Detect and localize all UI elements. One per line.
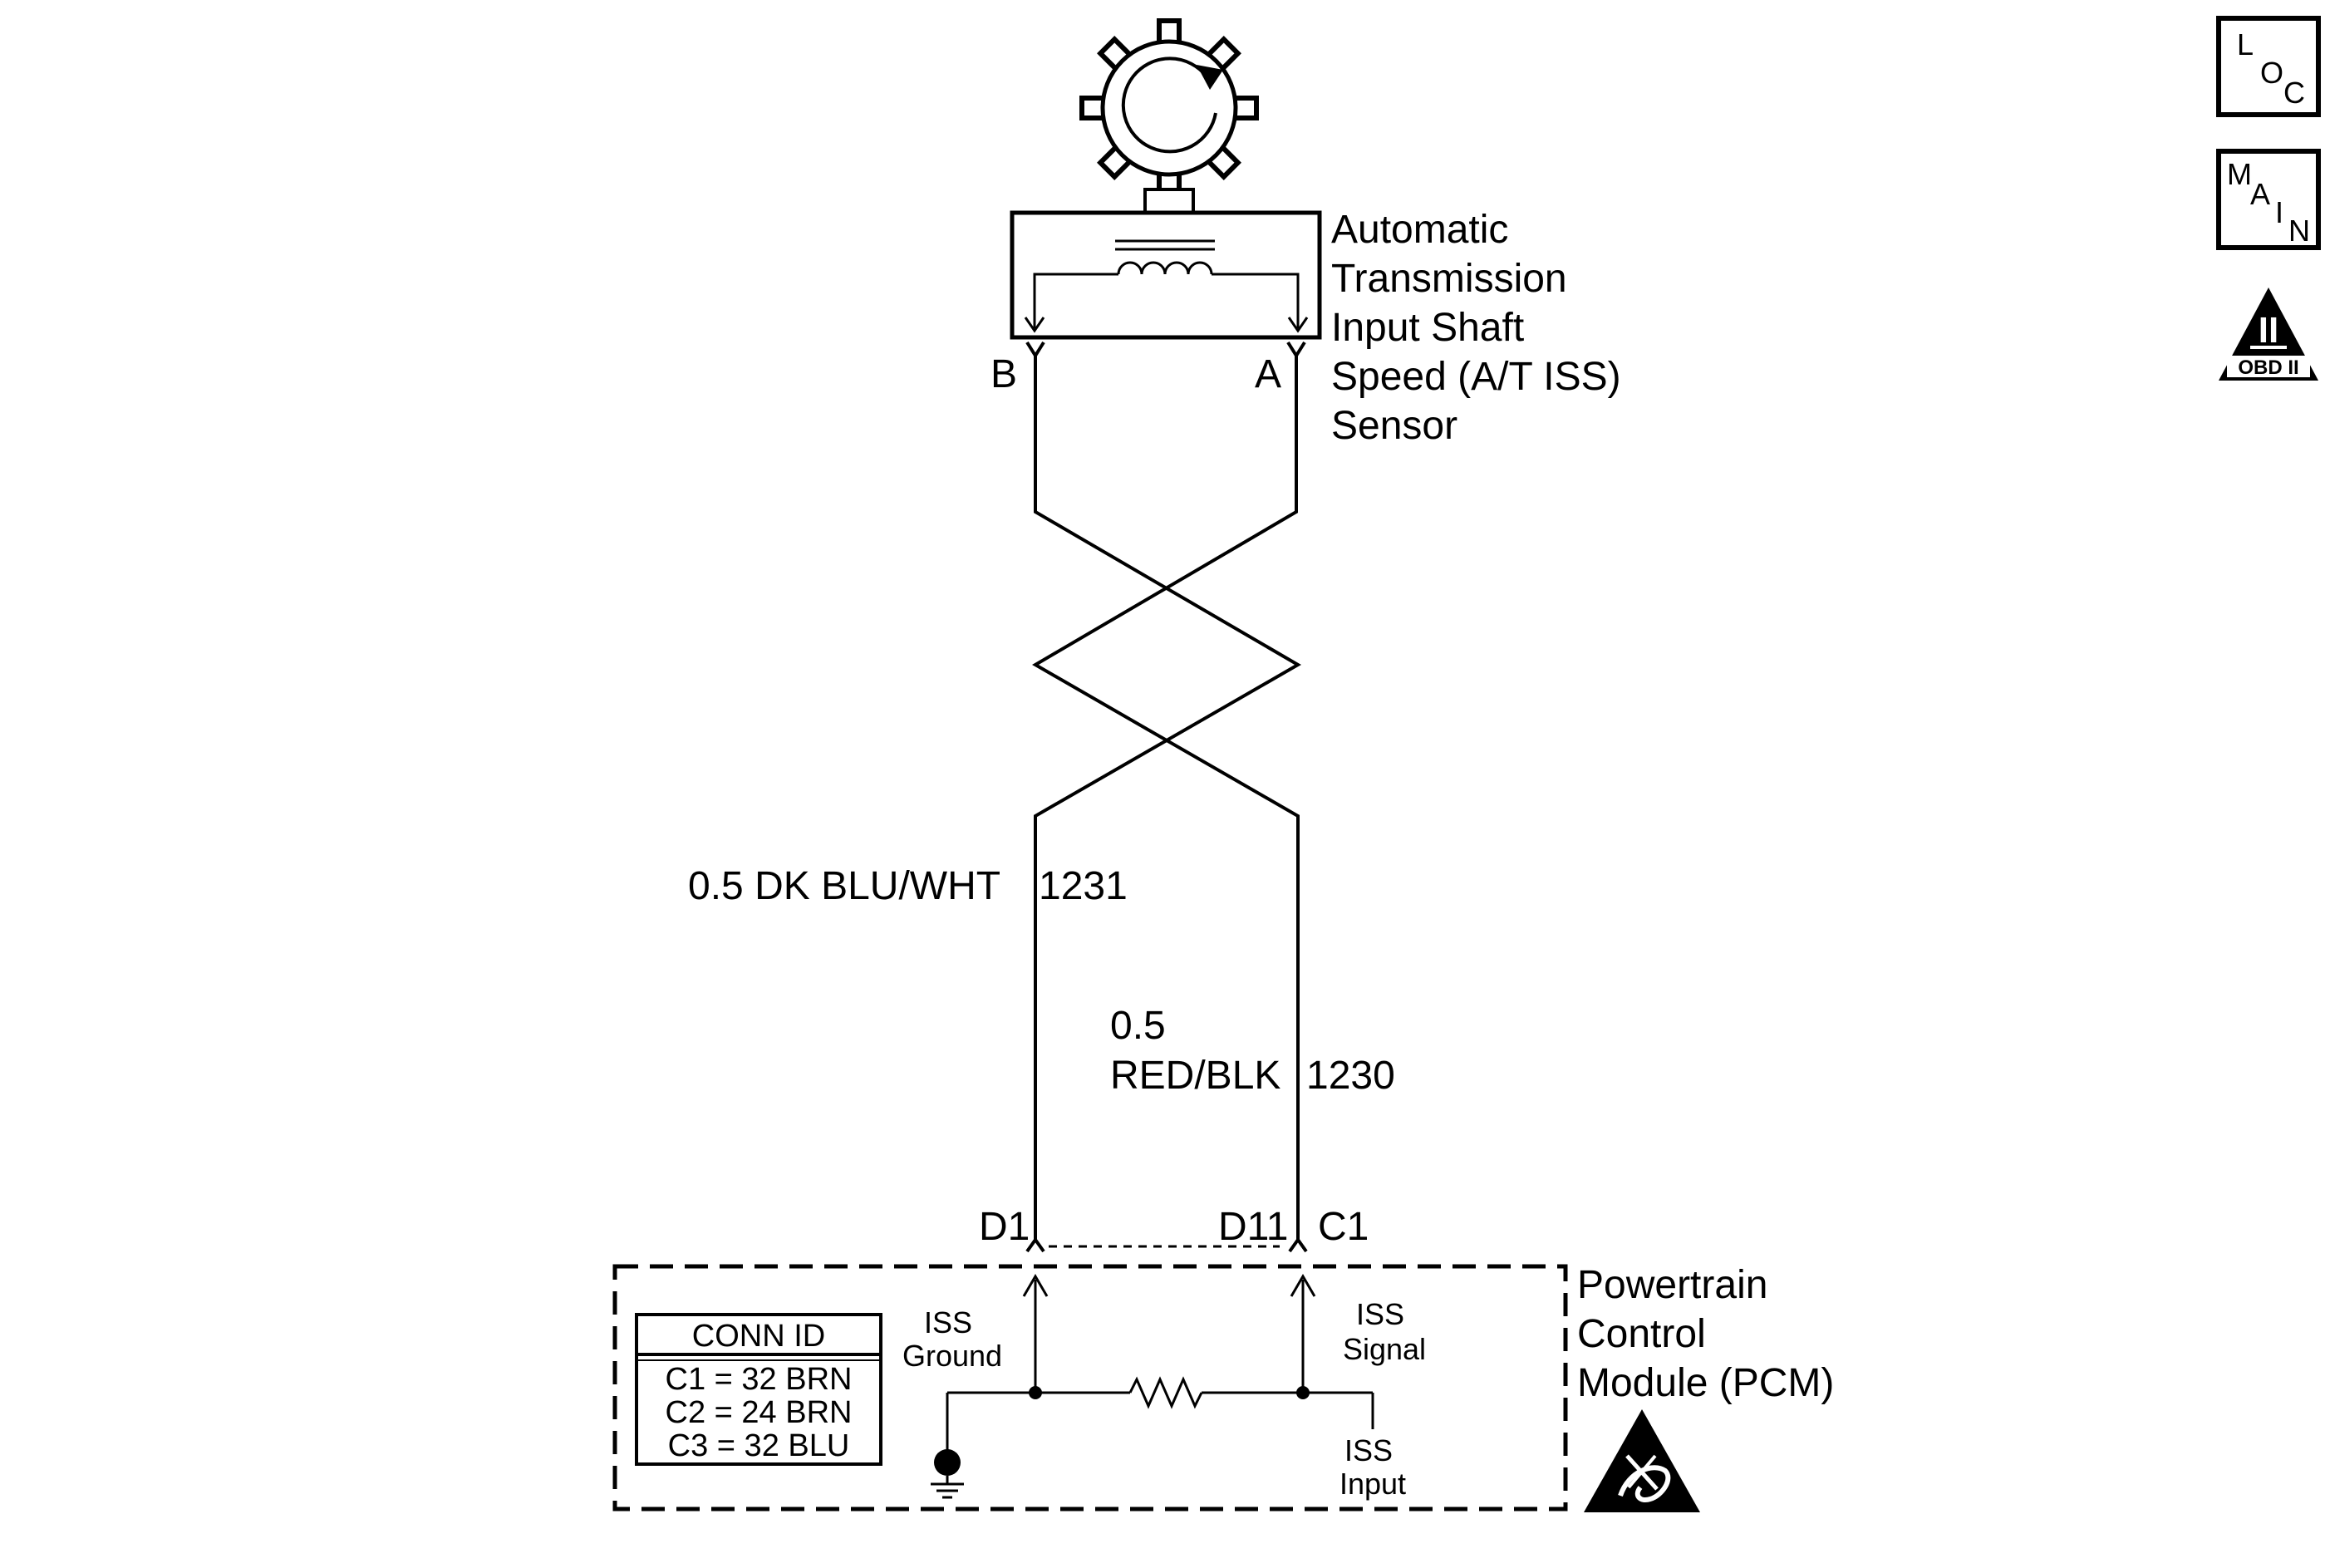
terminal-b-label: B [990,352,1017,396]
conn-id-row: C2 = 24 BRN [666,1395,853,1430]
svg-text:O: O [2260,56,2283,90]
svg-text:M: M [2227,157,2252,191]
obd-ii-icon[interactable]: II OBD II [2219,288,2318,381]
wire-1231-circuit: 1231 [1039,864,1128,908]
obd-numeral: II [2259,310,2278,351]
wire-1230-color: RED/BLK [1110,1054,1280,1098]
sensor-name: Automatic Transmission Input Shaft Speed… [1331,208,1632,448]
pin-d1-label: D1 [979,1205,1030,1249]
wire-1230-size: 0.5 [1110,1004,1166,1048]
wire-1231-label: 0.5 DK BLU/WHT [688,864,1000,908]
esd-sensitive-icon [1584,1409,1700,1512]
wire-1231 [1034,356,1301,1240]
terminal-a-label: A [1255,352,1281,396]
conn-id-row: C3 = 32 BLU [668,1428,850,1463]
gear-rotation-icon [1079,18,1259,214]
conn-id-header: CONN ID [692,1319,825,1354]
iss-input-label: ISS Input [1339,1433,1406,1501]
conn-id-row: C1 = 32 BRN [666,1362,853,1397]
loc-badge[interactable]: L O C [2216,16,2321,117]
wire-1230-circuit: 1230 [1306,1054,1395,1098]
iss-signal-label: ISS Signal [1343,1297,1426,1366]
iss-sensor [1010,210,1322,340]
ground-icon [931,1449,964,1499]
pcm-name: Powertrain Control Module (PCM) [1577,1263,1834,1405]
conn-id-table: CONN ID C1 = 32 BRN C2 = 24 BRN C3 = 32 … [635,1313,882,1466]
svg-text:N: N [2288,214,2310,248]
main-badge[interactable]: M A I N [2216,149,2321,250]
pcm-internal-circuit [946,1274,1374,1452]
wire-1230 [1032,356,1300,1240]
pin-c1-label: C1 [1318,1205,1369,1249]
svg-text:C: C [2283,76,2305,110]
pcm-boundary [612,1264,1568,1511]
svg-text:L: L [2237,27,2254,61]
svg-text:I: I [2275,195,2283,229]
obd-text: OBD II [2238,356,2298,379]
iss-ground-label: ISS Ground [902,1305,1002,1373]
svg-text:A: A [2250,177,2270,211]
pin-d11-label: D11 [1218,1205,1289,1249]
